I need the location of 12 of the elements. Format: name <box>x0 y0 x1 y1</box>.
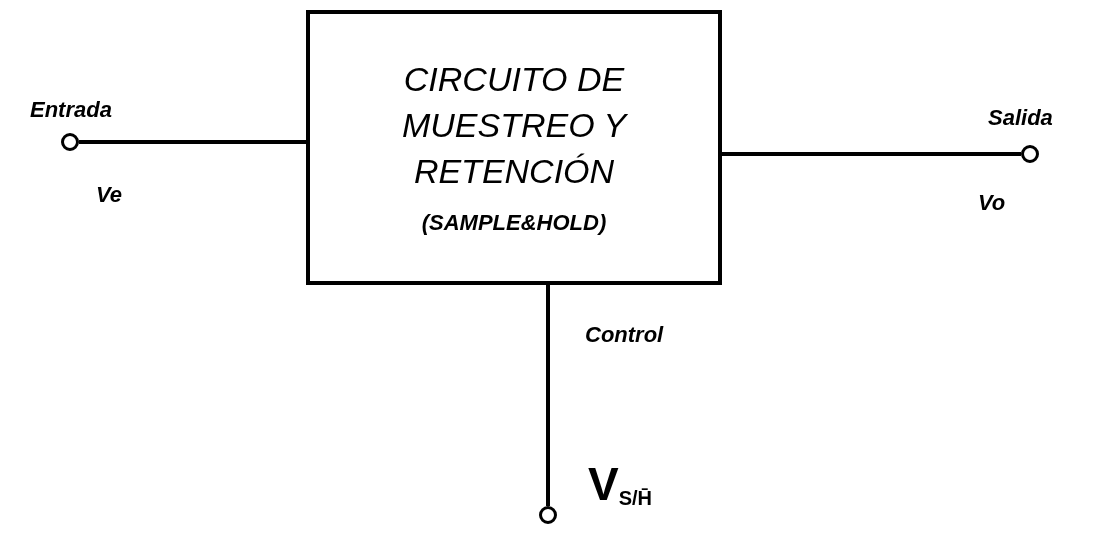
terminal-label: Ve <box>96 181 123 209</box>
block-title: CIRCUITO DE MUESTREO Y RETENCIÓN <box>400 59 629 192</box>
block-subtitle: (SAMPLE&HOLD) <box>421 209 607 237</box>
terminal-label: Entrada <box>30 96 112 124</box>
wire <box>546 285 550 506</box>
terminal-label: Salida <box>988 104 1053 132</box>
terminal-label: V$_{S/H̄}$ <box>588 457 653 512</box>
circuit-block <box>306 10 722 285</box>
wire <box>79 140 306 144</box>
signal-label: Control <box>585 321 664 349</box>
terminal-label: Vo <box>978 189 1006 217</box>
wire <box>722 152 1021 156</box>
